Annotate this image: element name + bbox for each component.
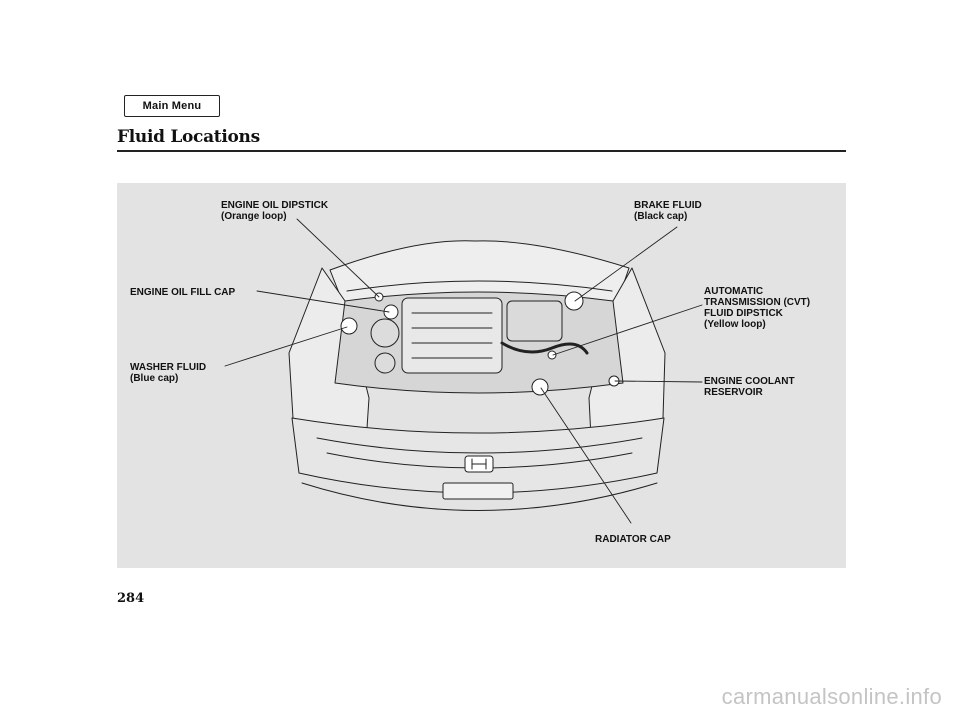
callout-engine-oil-fill-cap-line1: ENGINE OIL FILL CAP (130, 287, 236, 298)
title-divider (117, 150, 846, 152)
callout-atf-dipstick: AUTOMATIC TRANSMISSION (CVT) FLUID DIPST… (704, 286, 810, 330)
engine-bay-figure: ENGINE OIL DIPSTICK (Orange loop) BRAKE … (117, 183, 846, 568)
callout-atf-line3: FLUID DIPSTICK (704, 308, 783, 319)
license-plate-area (442, 482, 514, 500)
hood-inner-line (346, 280, 613, 292)
oil-fill-cap-icon (383, 304, 399, 320)
callout-washer-fluid-line1: WASHER FLUID (130, 362, 207, 373)
engine-cover (401, 297, 503, 374)
callout-engine-oil-dipstick-line2: (Orange loop) (221, 211, 287, 222)
radiator-cap-icon (531, 378, 549, 396)
callout-washer-fluid: WASHER FLUID (Blue cap) (130, 362, 206, 384)
callout-engine-oil-dipstick: ENGINE OIL DIPSTICK (Orange loop) (221, 200, 328, 222)
callout-atf-line4: (Yellow loop) (704, 319, 766, 330)
callout-brake-fluid-line2: (Black cap) (634, 211, 688, 222)
page-number: 284 (117, 591, 145, 606)
watermark: carmanualsonline.info (721, 684, 942, 709)
callout-atf-line1: AUTOMATIC (704, 286, 764, 297)
callout-atf-line2: TRANSMISSION (CVT) (704, 297, 811, 308)
callout-engine-oil-fill-cap: ENGINE OIL FILL CAP (130, 287, 235, 298)
callout-engine-coolant: ENGINE COOLANT RESERVOIR (704, 376, 795, 398)
engine-bay-illustration (224, 218, 703, 524)
callout-radiator-cap: RADIATOR CAP (595, 534, 671, 545)
callout-radiator-cap-line1: RADIATOR CAP (595, 534, 671, 545)
callout-brake-fluid-line1: BRAKE FLUID (634, 200, 702, 211)
washer-fluid-cap-icon (340, 317, 358, 335)
atf-dipstick-icon (547, 350, 557, 360)
callout-engine-coolant-line2: RESERVOIR (704, 387, 763, 398)
page-title: Fluid Locations (117, 127, 260, 147)
leader-lines (224, 218, 703, 524)
callout-washer-fluid-line2: (Blue cap) (130, 373, 179, 384)
callout-brake-fluid: BRAKE FLUID (Black cap) (634, 200, 702, 222)
brake-fluid-cap-icon (564, 291, 584, 311)
main-menu-button[interactable]: Main Menu (124, 95, 220, 117)
callout-engine-oil-dipstick-line1: ENGINE OIL DIPSTICK (221, 200, 329, 211)
callout-engine-coolant-line1: ENGINE COOLANT (704, 376, 795, 387)
